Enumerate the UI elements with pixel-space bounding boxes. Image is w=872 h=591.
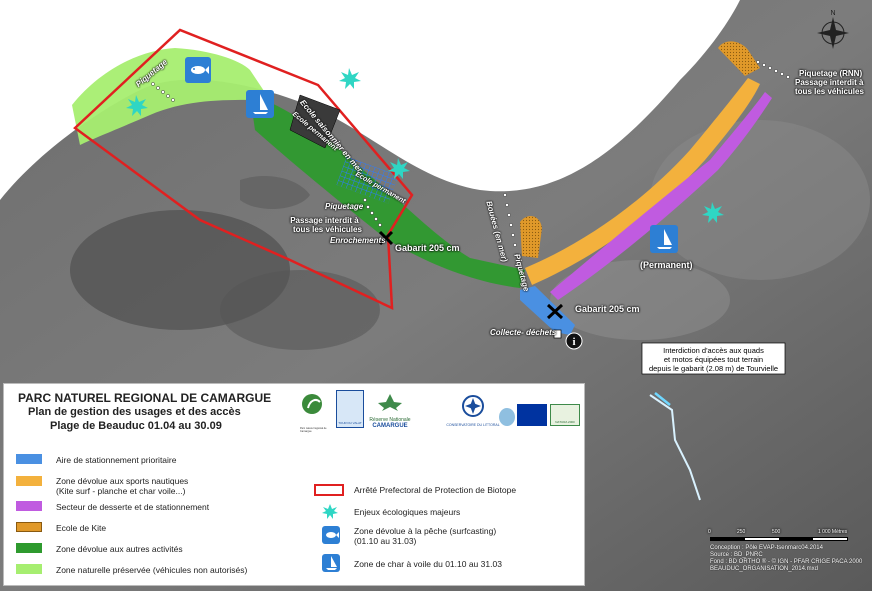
swatch-kite — [16, 522, 42, 532]
swatch-naturelle — [16, 564, 42, 574]
svg-text:i: i — [572, 336, 575, 348]
secteur-desserte — [550, 92, 772, 300]
ecole-kite-pattern — [718, 41, 760, 76]
swatch-biotope — [314, 484, 344, 496]
svg-text:N: N — [830, 10, 835, 17]
legend-label: Secteur de desserte et de stationnement — [56, 502, 210, 512]
legend-subtitle: Plan de gestion des usages et des accès — [28, 406, 241, 418]
ecole-permanent-zone — [336, 156, 399, 204]
label-gabarit: Gabarit 205 cm — [575, 304, 640, 314]
legend-label: Ecole de Kite — [56, 523, 107, 533]
legend-star-icon — [322, 504, 338, 519]
channel-arrow — [654, 392, 671, 406]
label-enrochements: Enrochements — [330, 236, 386, 245]
legend-label: Enjeux écologiques majeurs — [354, 507, 461, 517]
zone-naturelle — [72, 48, 270, 145]
legend-label: Zone naturelle préservée (véhicules non … — [56, 565, 248, 575]
scale-tick: 500 — [772, 529, 781, 535]
label-collecte: Collecte- déchets — [490, 328, 557, 337]
zone-sports-nautiques — [525, 78, 760, 285]
legend-label: Zone dévolue aux sports nautiques(Kite s… — [56, 476, 189, 496]
legend-label: Zone dévolue aux autres activités — [56, 544, 183, 554]
legend-title: PARC NATUREL REGIONAL DE CAMARGUE — [18, 391, 272, 405]
logo-reserve: Réserve Nationale CAMARGUE — [366, 392, 414, 430]
logo-natura: NATURA 2000 — [550, 404, 580, 426]
interdiction-box — [641, 342, 786, 375]
credits: Conception : Pôle EVAP-tsenmarc04.2014 S… — [710, 545, 863, 572]
fishing-icon — [185, 57, 211, 83]
legend-subtitle: Plage de Beauduc 01.04 au 30.09 — [50, 420, 222, 432]
scale-tick: 0 — [708, 529, 711, 535]
logo-conservatoire: CONSERVATOIRE DU LITTORAL — [442, 394, 504, 428]
legend-label: Aire de stationnement prioritaire — [56, 455, 177, 465]
aire-stationnement — [520, 286, 575, 335]
lagoon — [220, 270, 380, 350]
sailing-icon — [246, 90, 274, 118]
label-permanent: (Permanent) — [640, 260, 693, 270]
info-icon: i — [565, 332, 583, 350]
piquetage-lines — [146, 60, 790, 257]
legend-label: Arrêté Prefectoral de Protection de Biot… — [354, 485, 517, 495]
sailing-icon — [650, 225, 678, 253]
channel — [649, 394, 701, 501]
ecole-saisonnier-zone — [289, 94, 341, 149]
legend-label: Zone dévolue à la pêche (surfcasting)(01… — [354, 526, 497, 546]
bin-icon — [553, 329, 562, 339]
swatch-autres — [16, 543, 42, 553]
legend-sailing-icon — [322, 554, 340, 572]
ecole-kite-pattern — [520, 216, 542, 258]
gabarit-symbol — [378, 230, 564, 320]
logo-region — [499, 408, 515, 426]
swatch-nautique — [16, 476, 42, 486]
enjeux-star — [126, 68, 724, 223]
compass-icon: N — [817, 10, 849, 49]
scale-bar — [710, 537, 848, 541]
scale-tick: 250 — [737, 529, 746, 535]
logo-tour-du-valat: TOUR DU VALAT — [336, 390, 364, 428]
logo-parc: Parc naturel régional de Camargue — [300, 392, 332, 433]
lagoon — [550, 260, 730, 340]
legend-panel: PARC NATUREL REGIONAL DE CAMARGUE Plan d… — [3, 383, 585, 586]
legend-fishing-icon — [322, 526, 340, 544]
scale-tick: 1 000 Mètres — [818, 529, 848, 535]
label-piquetage: Piquetage — [325, 202, 364, 211]
label-gabarit: Gabarit 205 cm — [395, 243, 460, 253]
legend-label: Zone de char à voile du 01.10 au 31.03 — [354, 559, 502, 569]
swatch-prioritaire — [16, 454, 42, 464]
logo-europe — [517, 404, 547, 426]
island — [240, 175, 310, 210]
swatch-desserte — [16, 501, 42, 511]
